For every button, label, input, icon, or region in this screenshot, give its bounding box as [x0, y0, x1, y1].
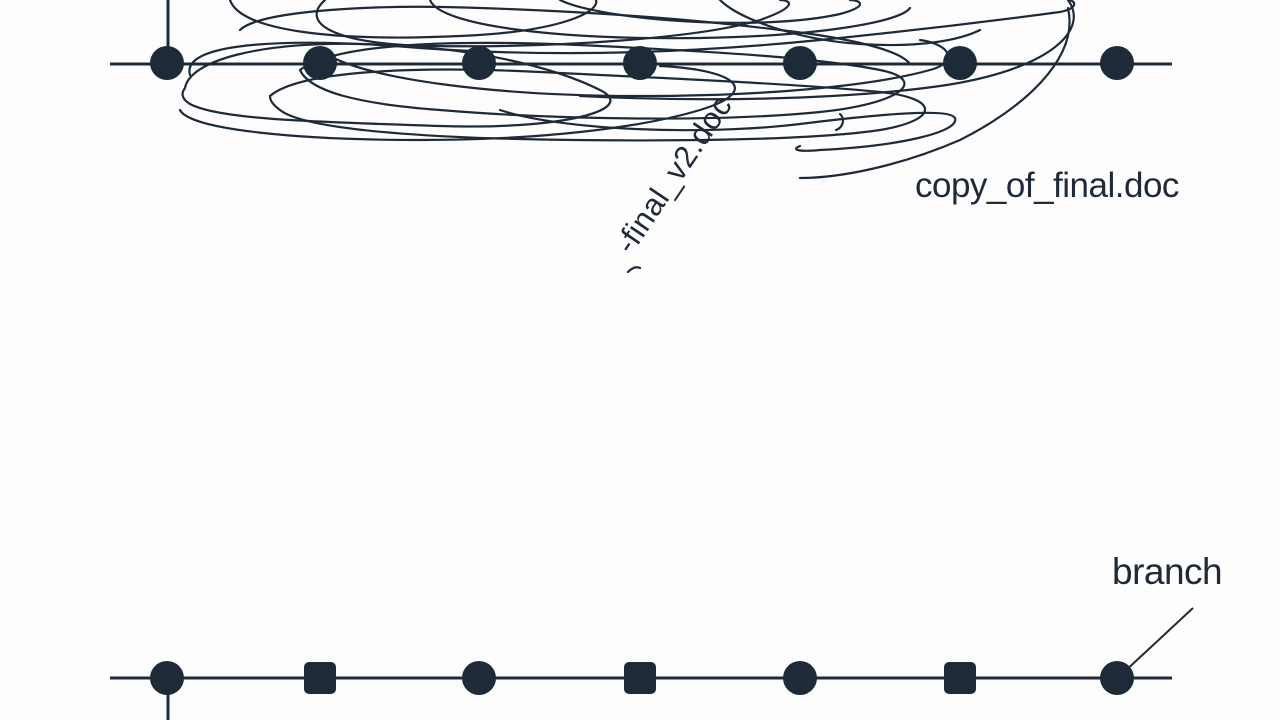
bottom-node-3	[462, 661, 496, 695]
scribble-loop	[315, 0, 791, 48]
bottom-node-6	[944, 662, 976, 694]
bottom-node-5	[783, 661, 817, 695]
scribble-loop	[298, 41, 906, 120]
top-node-4	[623, 46, 657, 80]
scribble-loop	[178, 64, 736, 142]
scribble-tail	[798, 6, 1071, 180]
top-node-1	[150, 46, 184, 80]
scribble-loop	[578, 0, 1075, 101]
bottom-timeline-nodes	[150, 661, 1134, 695]
scribble-loop	[238, 5, 912, 66]
scribble-loop	[718, 0, 982, 47]
scribble-loop	[181, 42, 612, 128]
scribble-loop	[318, 38, 950, 98]
top-node-7	[1100, 46, 1134, 80]
bottom-node-4	[624, 662, 656, 694]
scribble-tail	[834, 112, 845, 132]
branch-pointer-line	[1121, 607, 1194, 675]
top-node-6	[943, 46, 977, 80]
top-node-5	[783, 46, 817, 80]
top-node-3	[462, 46, 496, 80]
bottom-node-7	[1100, 661, 1134, 695]
bottom-node-2	[304, 662, 336, 694]
scribble-tail	[626, 266, 642, 274]
bottom-node-1	[150, 661, 184, 695]
scribble-loop	[428, 0, 912, 40]
scribble-loop	[188, 0, 1076, 77]
copy-of-final-doc-label: copy_of_final.doc	[915, 166, 1179, 205]
scribble-loop	[558, 0, 862, 24]
scribble-loop	[268, 68, 927, 142]
branch-label: branch	[1112, 551, 1223, 592]
tangled-scribble	[178, 0, 1076, 274]
bottom-timeline	[110, 607, 1194, 720]
scribble-loop	[498, 108, 957, 152]
